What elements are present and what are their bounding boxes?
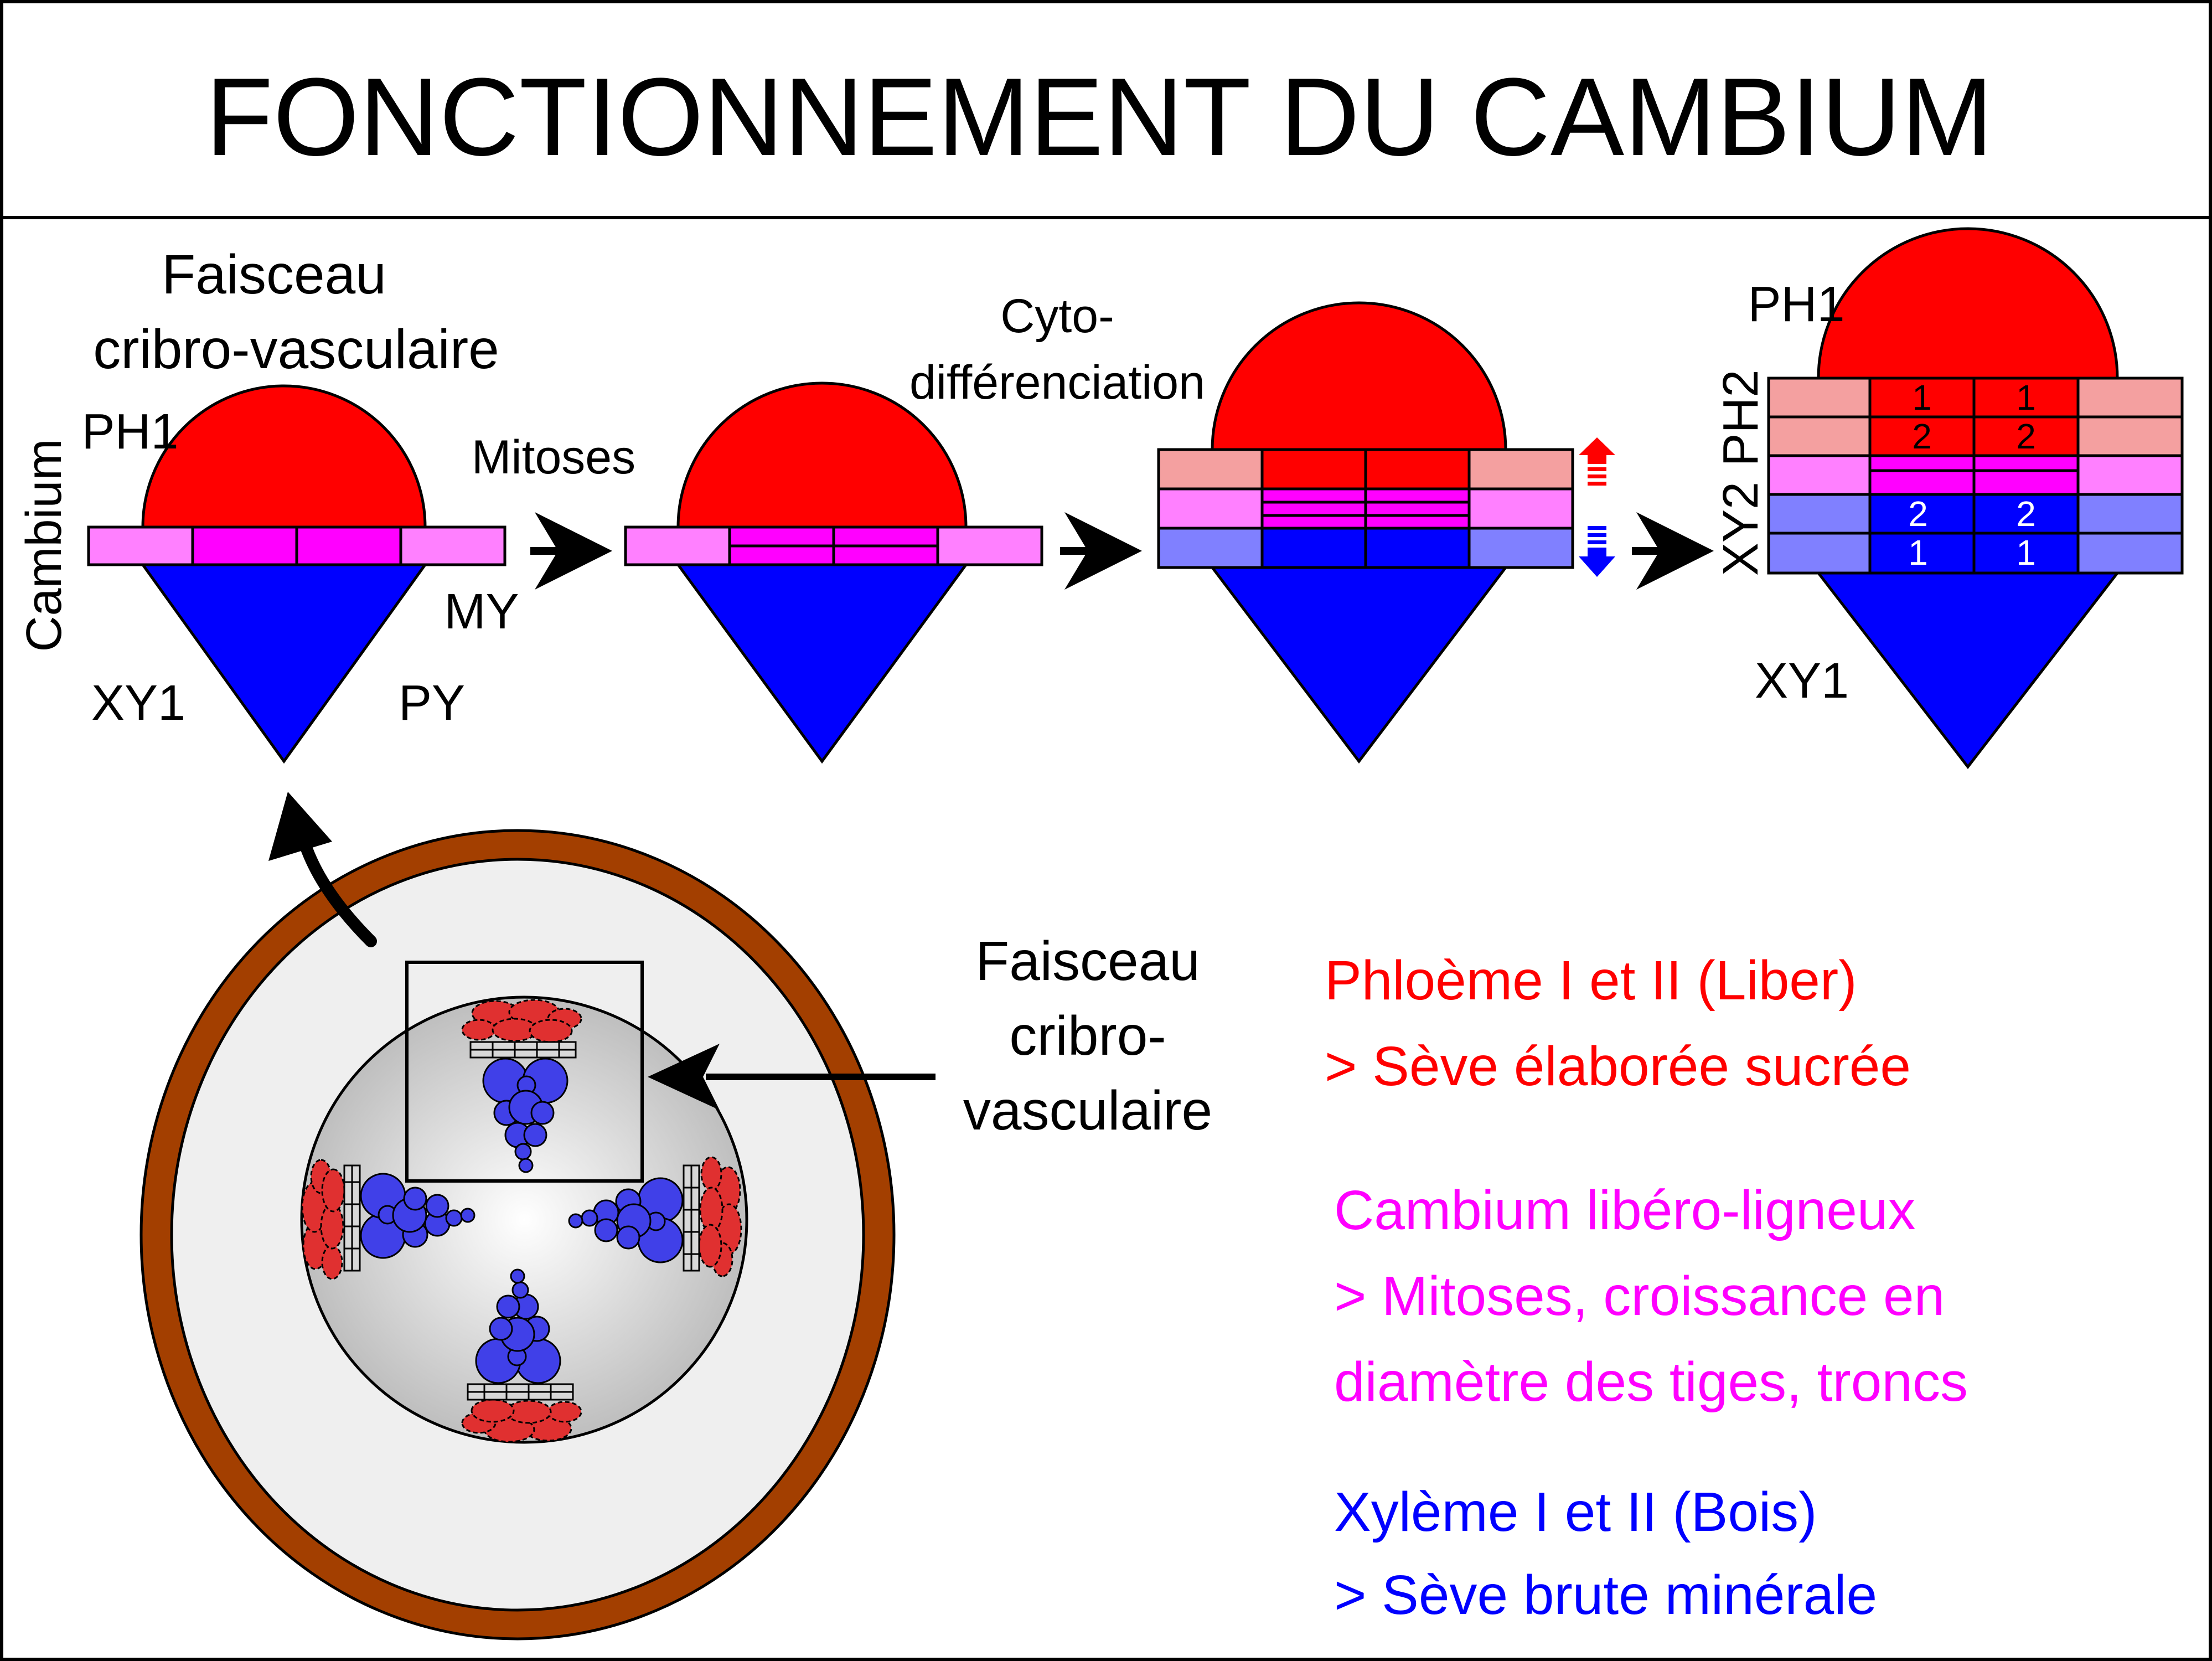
- stage4-xy1-label: XY1: [1755, 653, 1849, 709]
- central-cylinder: [300, 995, 748, 1444]
- stage3-phloem-dome: [1211, 301, 1507, 451]
- stage1-my-label: MY: [445, 584, 519, 639]
- vascular-bundle-right: [568, 1156, 742, 1277]
- stage3-cell: [1467, 487, 1574, 530]
- stage4-phloem-dome: [1817, 227, 2119, 380]
- zoom-box: [405, 961, 644, 1183]
- stem-label-line1: Faisceau: [975, 930, 1200, 992]
- stage3-cell: [1157, 448, 1264, 491]
- stage4-ph2-label: PH2: [1713, 369, 1769, 466]
- legend-cambium-desc1: > Mitoses, croissance en: [1334, 1265, 1945, 1327]
- stage4-cell-number: 2: [1908, 494, 1928, 534]
- stage3-cell: [1364, 487, 1471, 530]
- mitoses-label: Mitoses: [472, 431, 635, 484]
- vascular-bundle-left: [301, 1159, 476, 1280]
- stage3-cell: [1260, 527, 1367, 569]
- stage2-bundle: [624, 381, 1043, 764]
- stage4-cell: [2076, 454, 2184, 496]
- stage4-cell: [2076, 493, 2184, 535]
- stage4-cell-number: 1: [2016, 378, 2036, 417]
- stage3-bundle: [1157, 301, 1615, 764]
- stage1-heading-line2: cribro-vasculaire: [93, 318, 499, 380]
- stage1-cambium-cell: [399, 525, 507, 566]
- stage4-cell-number: 1: [1912, 378, 1932, 417]
- stem-label-line3: vasculaire: [963, 1080, 1212, 1142]
- stem-label-line2: cribro-: [1009, 1005, 1166, 1067]
- stage4-cell: [1767, 493, 1872, 535]
- stage3-cell: [1157, 487, 1264, 530]
- stage4-ph1-label: PH1: [1748, 277, 1844, 332]
- stage3-cell: [1364, 448, 1471, 491]
- legend: Phloème I et II (Liber) > Sève élaborée …: [1325, 950, 1968, 1626]
- stage4-cell: [1972, 493, 2080, 535]
- vascular-bundle-top: [461, 999, 582, 1173]
- phloem-outward-arrow-icon: [1579, 437, 1615, 486]
- stage4-cell: [2076, 532, 2184, 575]
- stage1-py-label: PY: [399, 675, 465, 731]
- stage3-cell: [1260, 487, 1367, 530]
- stage3-cell: [1467, 527, 1574, 569]
- legend-phloem-title: Phloème I et II (Liber): [1325, 950, 1857, 1012]
- stage3-cell: [1260, 448, 1367, 491]
- stage4-cell: [1972, 376, 2080, 419]
- stage1-cambium-cell: [295, 525, 402, 566]
- stage3-cell: [1157, 527, 1264, 569]
- stage1-phloem-dome: [141, 384, 427, 529]
- legend-xylem-title: Xylème I et II (Bois): [1334, 1481, 1817, 1543]
- pointer-arrow-head-icon: [648, 1044, 720, 1110]
- legend-cambium-desc2: diamètre des tiges, troncs: [1334, 1351, 1968, 1413]
- stage4-cell: [1767, 532, 1872, 575]
- stage4-cell-number: 1: [1908, 533, 1928, 572]
- zoom-arrow-head-icon: [268, 792, 332, 861]
- stage3-cell: [1467, 448, 1574, 491]
- stage4-cell: [1767, 415, 1872, 457]
- stage2-phloem-dome: [676, 381, 968, 529]
- stage4-cell: [1868, 454, 1976, 496]
- stage4-cell-number: 1: [2016, 533, 2036, 572]
- stage4-cell: [2076, 376, 2184, 419]
- stage1-xy1-label: XY1: [91, 675, 185, 731]
- xylem-inward-arrow-icon: [1579, 526, 1615, 577]
- stage1-heading-line1: Faisceau: [162, 244, 386, 306]
- stage4-cell: [1767, 376, 1872, 419]
- stage1-bundle: Faisceau cribro-vasculaire PH1 Cambium M…: [17, 244, 519, 764]
- cyto-label-line2: différenciation: [909, 356, 1205, 409]
- stage4-cell: [1868, 376, 1976, 419]
- stage4-cell-number: 2: [1912, 416, 1932, 456]
- stage4-cell: [2076, 415, 2184, 457]
- stage4-bundle: 1 1 2 2 2 2 1 1 PH1 PH2 XY2 XY1: [1713, 227, 2184, 770]
- stage4-cell: [1972, 454, 2080, 496]
- stage4-cell-number: 2: [2016, 416, 2036, 456]
- vascular-bundle-bottom: [461, 1268, 582, 1443]
- legend-xylem-desc: > Sève brute minérale: [1334, 1564, 1877, 1626]
- stage4-cell: [1767, 454, 1872, 496]
- page-title: FONCTIONNEMENT DU CAMBIUM: [205, 55, 1993, 179]
- stage4-xy2-label: XY2: [1713, 482, 1769, 576]
- stage2-cambium-cell: [624, 525, 731, 566]
- stage1-ph1-label: PH1: [81, 404, 178, 460]
- legend-cambium-title: Cambium libéro-ligneux: [1334, 1179, 1915, 1241]
- stage3-cell: [1364, 527, 1471, 569]
- legend-phloem-desc: > Sève élaborée sucrée: [1325, 1035, 1911, 1097]
- stage1-cambium-label: Cambium: [17, 439, 72, 652]
- stage2-cambium-cell: [936, 525, 1043, 566]
- stage4-cell: [1972, 532, 2080, 575]
- stage1-cambium-cell: [87, 525, 194, 566]
- stem-cross-section: [139, 792, 936, 1641]
- stage4-cell-number: 2: [2016, 494, 2036, 534]
- cyto-label-line1: Cyto-: [1000, 290, 1114, 343]
- stage1-cambium-cell: [191, 525, 298, 566]
